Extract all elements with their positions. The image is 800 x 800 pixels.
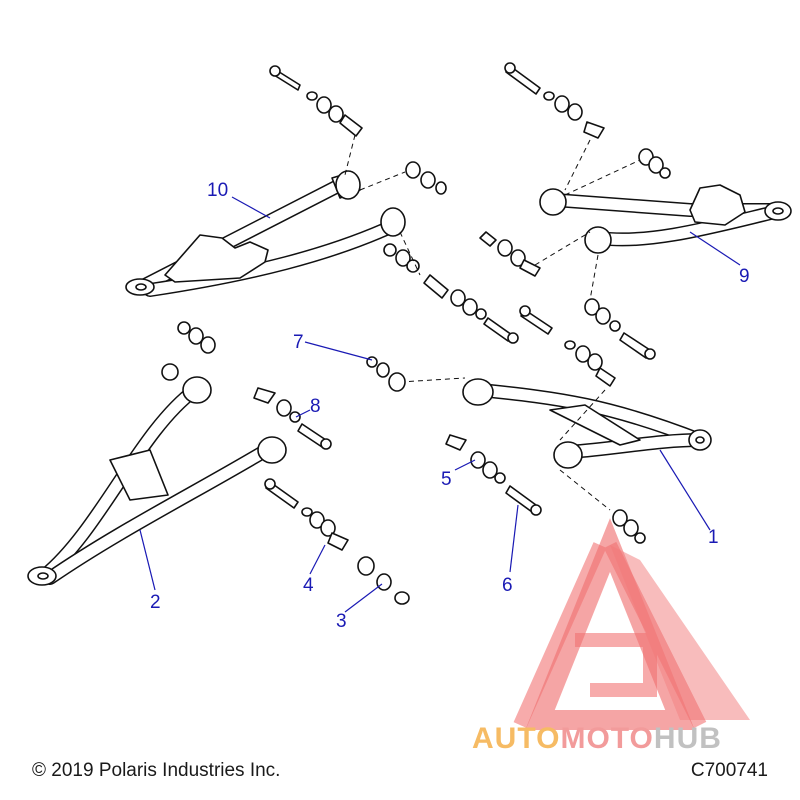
part-9-upper-a-arm [539,184,792,254]
watermark-logo-mark [513,518,750,730]
bolt-stack-right-center [519,254,656,387]
watermark-word-moto: MOTO [560,722,653,755]
callout-6: 6 [502,575,513,596]
watermark-word-hub: HUB [654,722,722,755]
copyright-text: © 2019 Polaris Industries Inc. [32,760,281,781]
callout-7: 7 [293,332,304,353]
part-10-upper-a-arm [125,170,406,297]
svg-text:AUTOMOTOHUB: AUTOMOTOHUB [472,722,722,755]
bolt-stack-center [383,231,519,344]
callout-4: 4 [303,575,314,596]
callout-5: 5 [441,469,452,490]
hardware-callout-7 [366,356,406,392]
automotohub-watermark: AUTOMOTOHUB [472,518,750,755]
hardware-callout-5-6 [445,434,542,516]
watermark-word-auto: AUTO [472,722,560,755]
callout-9: 9 [739,266,750,287]
callout-10: 10 [207,180,228,201]
drawing-code: C700741 [690,760,768,781]
bolt-stack-top-left [269,65,363,176]
bushing-stack-mid-left [359,161,447,195]
callout-1: 1 [708,527,719,548]
part-2-lower-a-arm [27,321,287,586]
bolt-stack-top-right [479,62,671,277]
callout-labels: 1 2 3 4 5 6 7 8 9 10 [150,180,750,632]
hardware-callout-8 [253,387,332,450]
callout-3: 3 [336,611,347,632]
hardware-callout-4 [264,478,349,551]
callout-8: 8 [310,396,321,417]
hardware-callout-3 [357,556,410,605]
part-1-lower-a-arm [399,377,712,544]
callout-2: 2 [150,592,161,613]
leader-lines [139,196,741,613]
